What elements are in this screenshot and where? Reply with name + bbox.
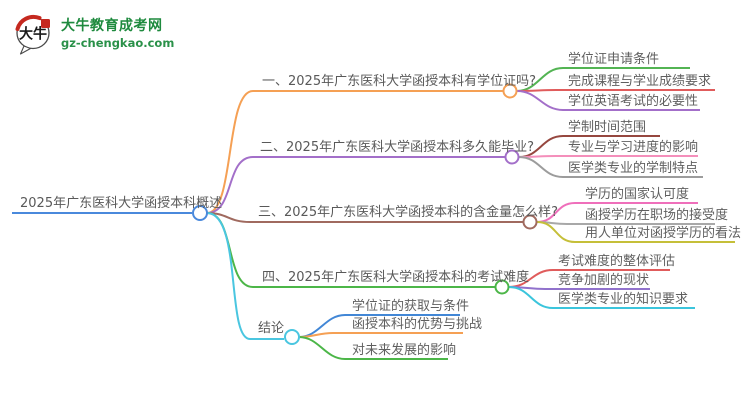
branch-3-child-1-label[interactable]: 学历的国家认可度 [585,187,690,202]
logo-title: 大牛教育成考网 [61,18,163,35]
branch-5-label[interactable]: 结论 [258,321,285,336]
logo-icon: 大牛 [15,14,50,55]
branch-2-child-3-curve [518,156,703,178]
logo-seal [41,19,50,28]
branch-2-child-1-label[interactable]: 学制时间范围 [568,120,647,135]
branch-5-child-1-label[interactable]: 学位证的获取与条件 [352,299,470,314]
branch-2-child-2-curve [518,155,698,158]
branch-1-child-1-label[interactable]: 学位证申请条件 [568,52,660,67]
branch-4-circle[interactable] [494,279,510,295]
branch-2-circle[interactable] [504,149,520,165]
branch-5-child-2-curve [298,332,463,338]
site-logo[interactable]: 大牛 大牛教育成考网 gz-chengkao.com [14,13,174,56]
branch-2-child-3-label[interactable]: 医学类专业的学制特点 [568,161,699,176]
root-node-circle[interactable] [192,205,208,221]
branch-1-child-3-curve [516,90,700,111]
branch-5-child-3-curve [298,336,448,360]
branch-3-label[interactable]: 三、2025年广东医科大学函授本科的含金量怎么样? [258,205,558,220]
branch-4-child-1-label[interactable]: 考试难度的整体评估 [558,254,676,269]
branch-5-curve [206,212,284,340]
branch-2-label[interactable]: 二、2025年广东医科大学函授本科多久能毕业? [260,140,534,155]
branch-3-child-3-label[interactable]: 用人单位对函授学历的看法 [585,226,742,241]
branch-4-child-3-label[interactable]: 医学类专业的知识要求 [558,292,689,307]
branch-5-child-3-label[interactable]: 对未来发展的影响 [352,343,457,358]
branch-2-child-2-label[interactable]: 专业与学习进度的影响 [568,140,699,155]
branch-2-curve [206,156,505,214]
branch-1-child-2-curve [516,89,715,92]
logo-domain[interactable]: gz-chengkao.com [61,35,175,50]
branch-3-child-2-label[interactable]: 函授学历在职场的接受度 [585,208,729,223]
branch-5-circle[interactable] [284,329,300,345]
branch-1-child-2-label[interactable]: 完成课程与学业成绩要求 [568,74,712,89]
branch-4-child-2-label[interactable]: 竞争加剧的现状 [558,273,650,288]
branch-4-child-3-curve [508,286,695,309]
root-node-label[interactable]: 2025年广东医科大学函授本科概述 [20,196,223,211]
branch-1-child-3-label[interactable]: 学位英语考试的必要性 [568,94,699,109]
branch-1-curve [206,90,503,214]
branch-5-child-2-label[interactable]: 函授本科的优势与挑战 [352,317,483,332]
branch-3-child-3-curve [536,221,735,243]
branch-4-label[interactable]: 四、2025年广东医科大学函授本科的考试难度 [262,270,530,285]
logo-icon-text: 大牛 [19,26,47,43]
branch-1-circle[interactable] [502,83,518,99]
branch-1-label[interactable]: 一、2025年广东医科大学函授本科有学位证吗? [262,74,536,89]
branch-3-circle[interactable] [522,214,538,230]
